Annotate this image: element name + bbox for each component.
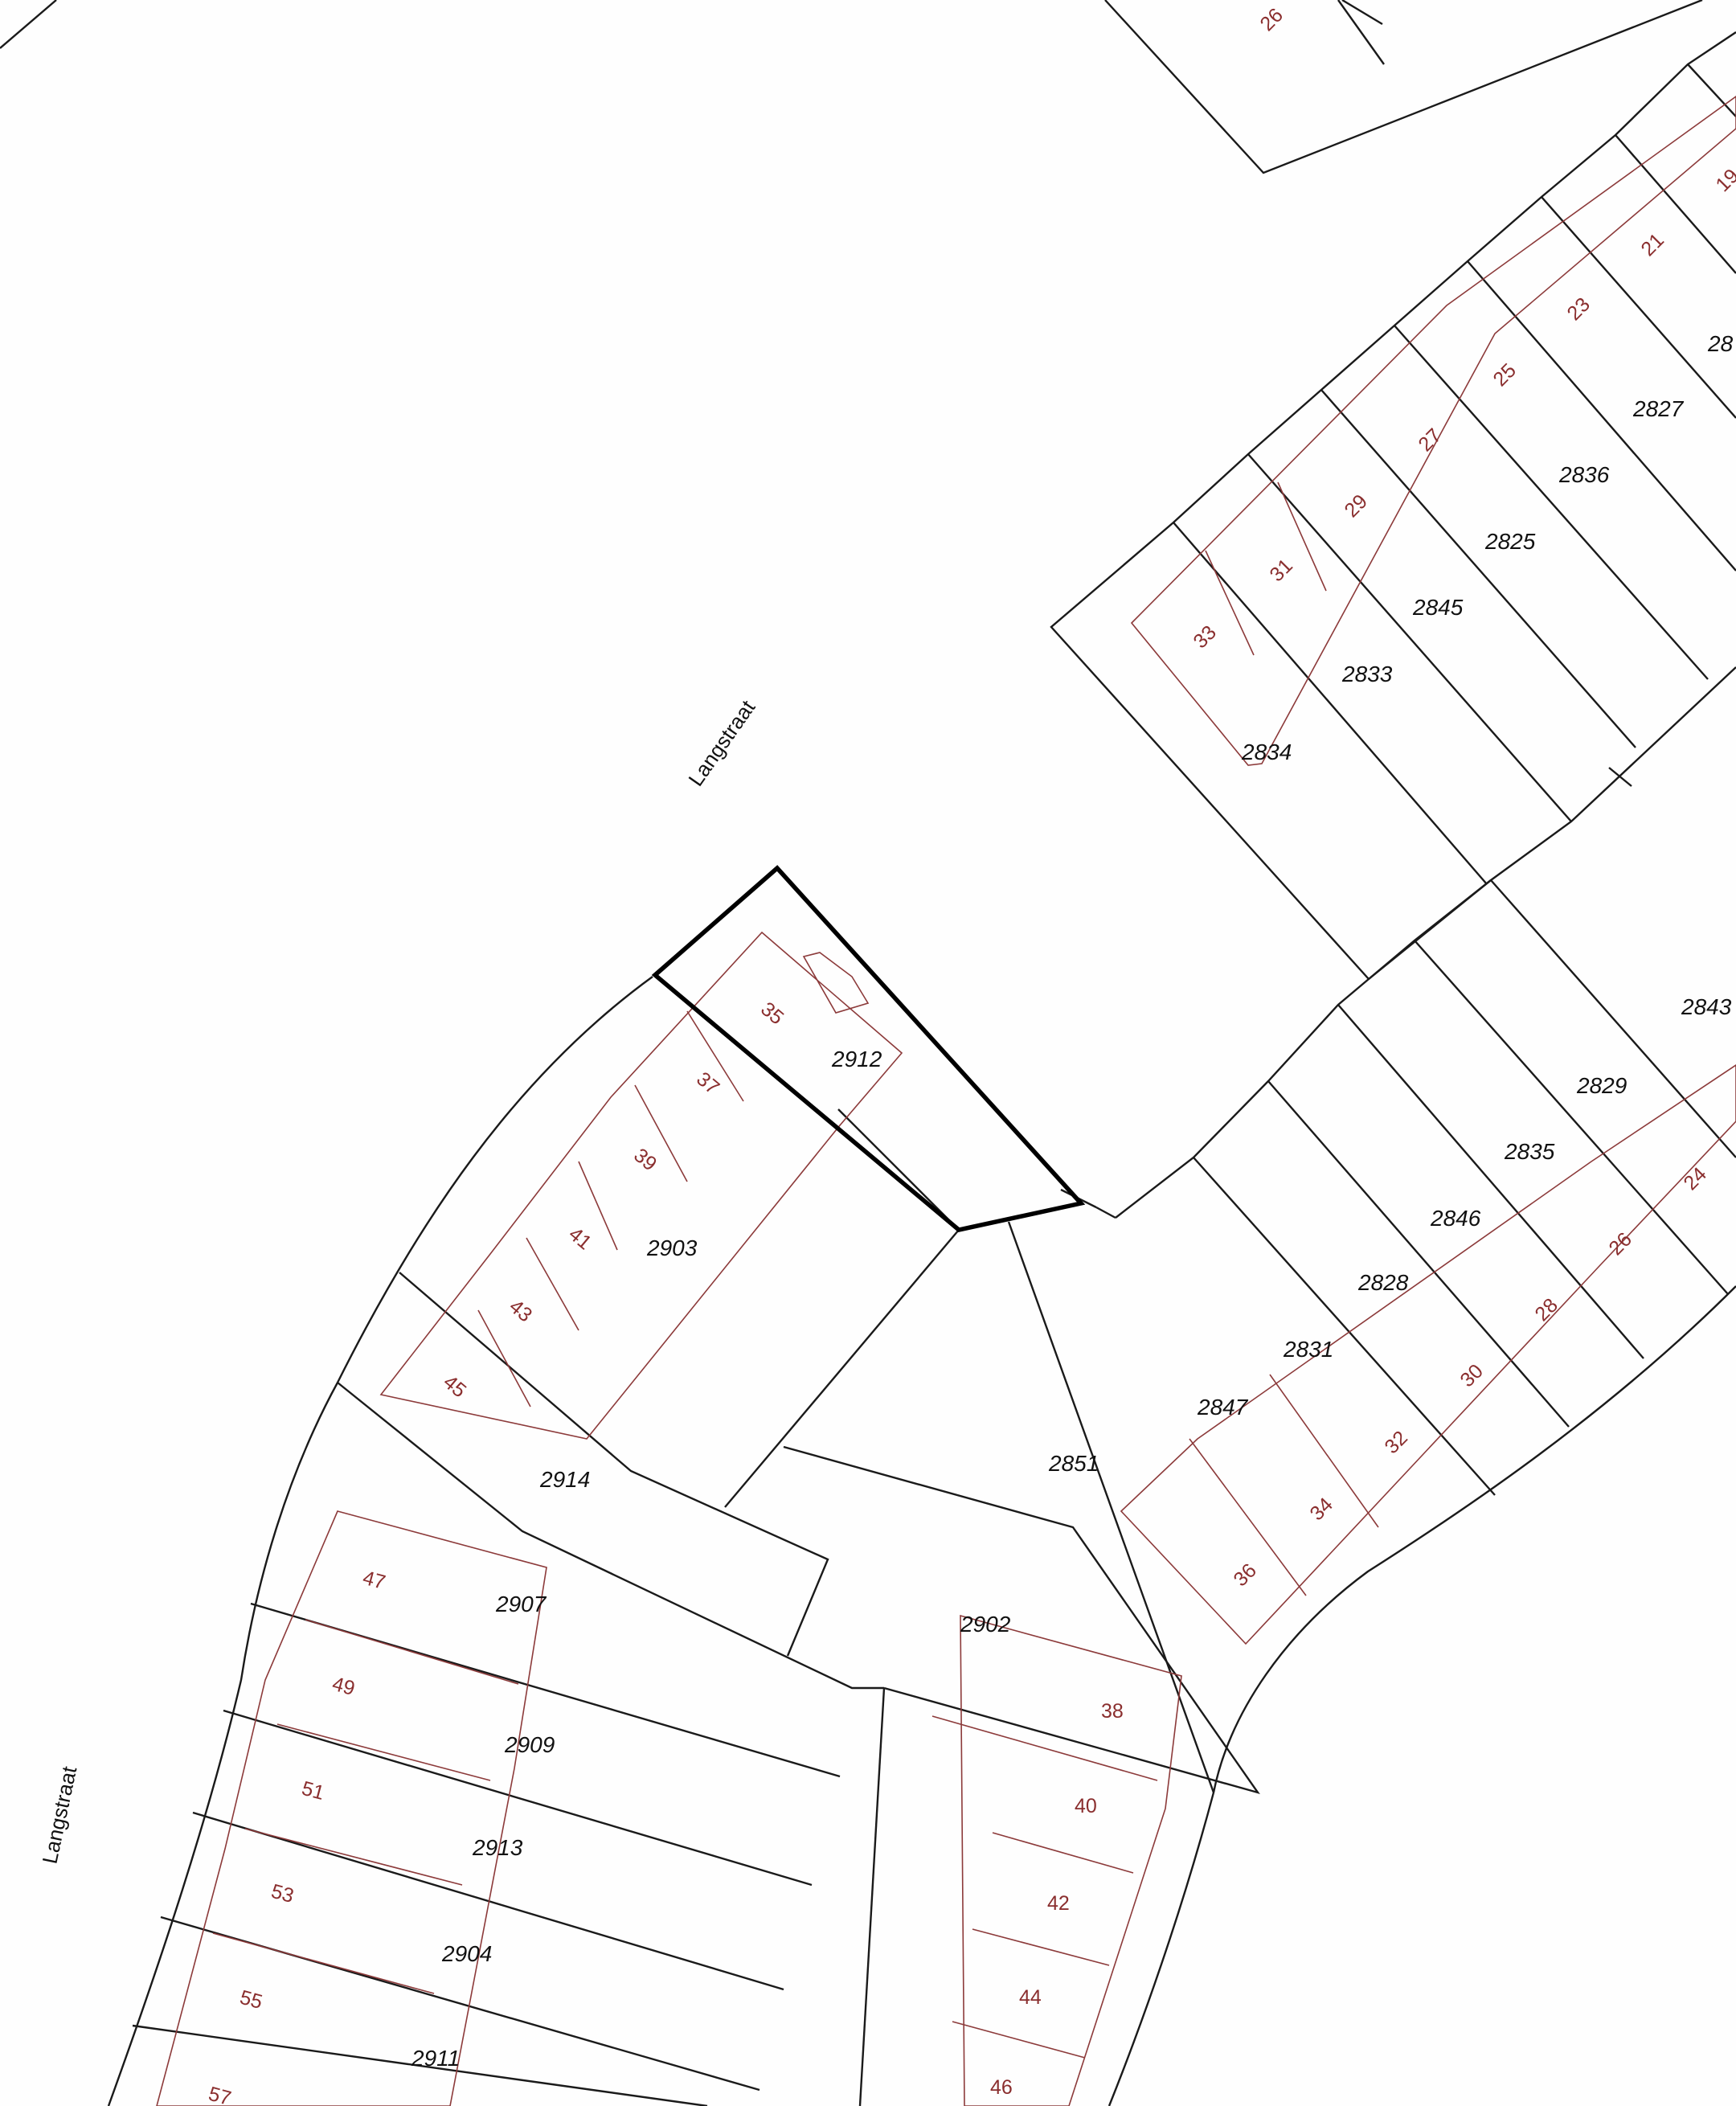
parcel-number[interactable]: 2827 bbox=[1632, 396, 1685, 421]
house-number: 27 bbox=[1414, 424, 1445, 456]
house-number: 26 bbox=[1255, 4, 1287, 35]
house-number: 38 bbox=[1101, 1700, 1124, 1723]
house-number: 23 bbox=[1562, 293, 1594, 325]
house-number: 55 bbox=[237, 1986, 264, 2014]
street-name-langstraat-left: Langstraat bbox=[38, 1764, 82, 1866]
house-number: 43 bbox=[505, 1295, 536, 1326]
parcel-number[interactable]: 2912 bbox=[831, 1047, 882, 1071]
parcel-number[interactable]: 2846 bbox=[1430, 1206, 1481, 1231]
house-number-labels: 35 37 39 41 43 45 47 49 51 53 55 57 33 3… bbox=[206, 4, 1736, 2106]
house-number: 49 bbox=[330, 1673, 357, 1700]
house-number: 31 bbox=[1265, 555, 1296, 586]
house-number: 42 bbox=[1047, 1892, 1070, 1915]
house-number: 21 bbox=[1636, 229, 1668, 260]
parcel-number[interactable]: 2909 bbox=[504, 1732, 555, 1757]
parcel-number[interactable]: 2833 bbox=[1341, 662, 1393, 686]
parcel-number[interactable]: 2825 bbox=[1484, 529, 1536, 554]
parcel-number[interactable]: 2907 bbox=[495, 1592, 547, 1616]
house-number: 47 bbox=[360, 1567, 387, 1594]
parcel-number[interactable]: 2851 bbox=[1048, 1451, 1099, 1476]
house-number: 40 bbox=[1075, 1795, 1097, 1817]
parcel-number[interactable]: 2913 bbox=[472, 1835, 523, 1860]
parcel-number[interactable]: 2828 bbox=[1357, 1270, 1409, 1295]
parcel-number[interactable]: 2834 bbox=[1241, 740, 1292, 764]
house-number: 37 bbox=[692, 1067, 723, 1099]
house-number: 33 bbox=[1189, 621, 1220, 653]
parcel-number[interactable]: 2836 bbox=[1558, 462, 1610, 487]
house-number: 34 bbox=[1305, 1493, 1337, 1526]
parcel-number[interactable]: 2914 bbox=[539, 1467, 590, 1492]
parcel-number[interactable]: 2902 bbox=[960, 1612, 1011, 1637]
house-number: 57 bbox=[206, 2083, 233, 2106]
house-number: 45 bbox=[439, 1371, 470, 1402]
house-number: 41 bbox=[564, 1223, 596, 1254]
house-number: 35 bbox=[756, 998, 788, 1029]
house-number: 36 bbox=[1229, 1559, 1260, 1591]
house-number: 30 bbox=[1456, 1360, 1487, 1391]
house-number: 39 bbox=[629, 1144, 661, 1175]
house-number: 44 bbox=[1019, 1986, 1042, 2009]
street-labels: Langstraat Langstraat bbox=[38, 695, 760, 1866]
house-number: 25 bbox=[1488, 359, 1520, 391]
house-number: 28 bbox=[1530, 1294, 1562, 1325]
building-outlines bbox=[156, 96, 1736, 2106]
parcel-number[interactable]: 2845 bbox=[1412, 595, 1464, 620]
house-number: 51 bbox=[299, 1777, 326, 1805]
parcel-number[interactable]: 2829 bbox=[1576, 1073, 1627, 1098]
house-number: 29 bbox=[1340, 490, 1371, 522]
parcel-number[interactable]: 2847 bbox=[1197, 1395, 1249, 1420]
parcel-number[interactable]: 28 bbox=[1707, 331, 1734, 356]
house-number: 46 bbox=[990, 2076, 1013, 2099]
house-number: 32 bbox=[1380, 1427, 1411, 1458]
parcel-number[interactable]: 2843 bbox=[1681, 994, 1732, 1019]
street-name-langstraat-top: Langstraat bbox=[683, 695, 760, 790]
house-number: 19 bbox=[1711, 165, 1736, 196]
parcel-number[interactable]: 2911 bbox=[411, 2046, 460, 2071]
parcel-number[interactable]: 2903 bbox=[646, 1235, 698, 1260]
house-number: 24 bbox=[1679, 1163, 1711, 1195]
house-number: 53 bbox=[268, 1880, 296, 1907]
parcel-number[interactable]: 2904 bbox=[441, 1941, 492, 1966]
parcel-number[interactable]: 2831 bbox=[1283, 1337, 1333, 1362]
parcel-number[interactable]: 2835 bbox=[1504, 1139, 1555, 1164]
highlighted-parcel-2912[interactable] bbox=[651, 865, 1086, 1232]
parcel-number-labels: 2912 2903 2914 2851 2907 2909 2913 2904 … bbox=[411, 331, 1734, 2071]
